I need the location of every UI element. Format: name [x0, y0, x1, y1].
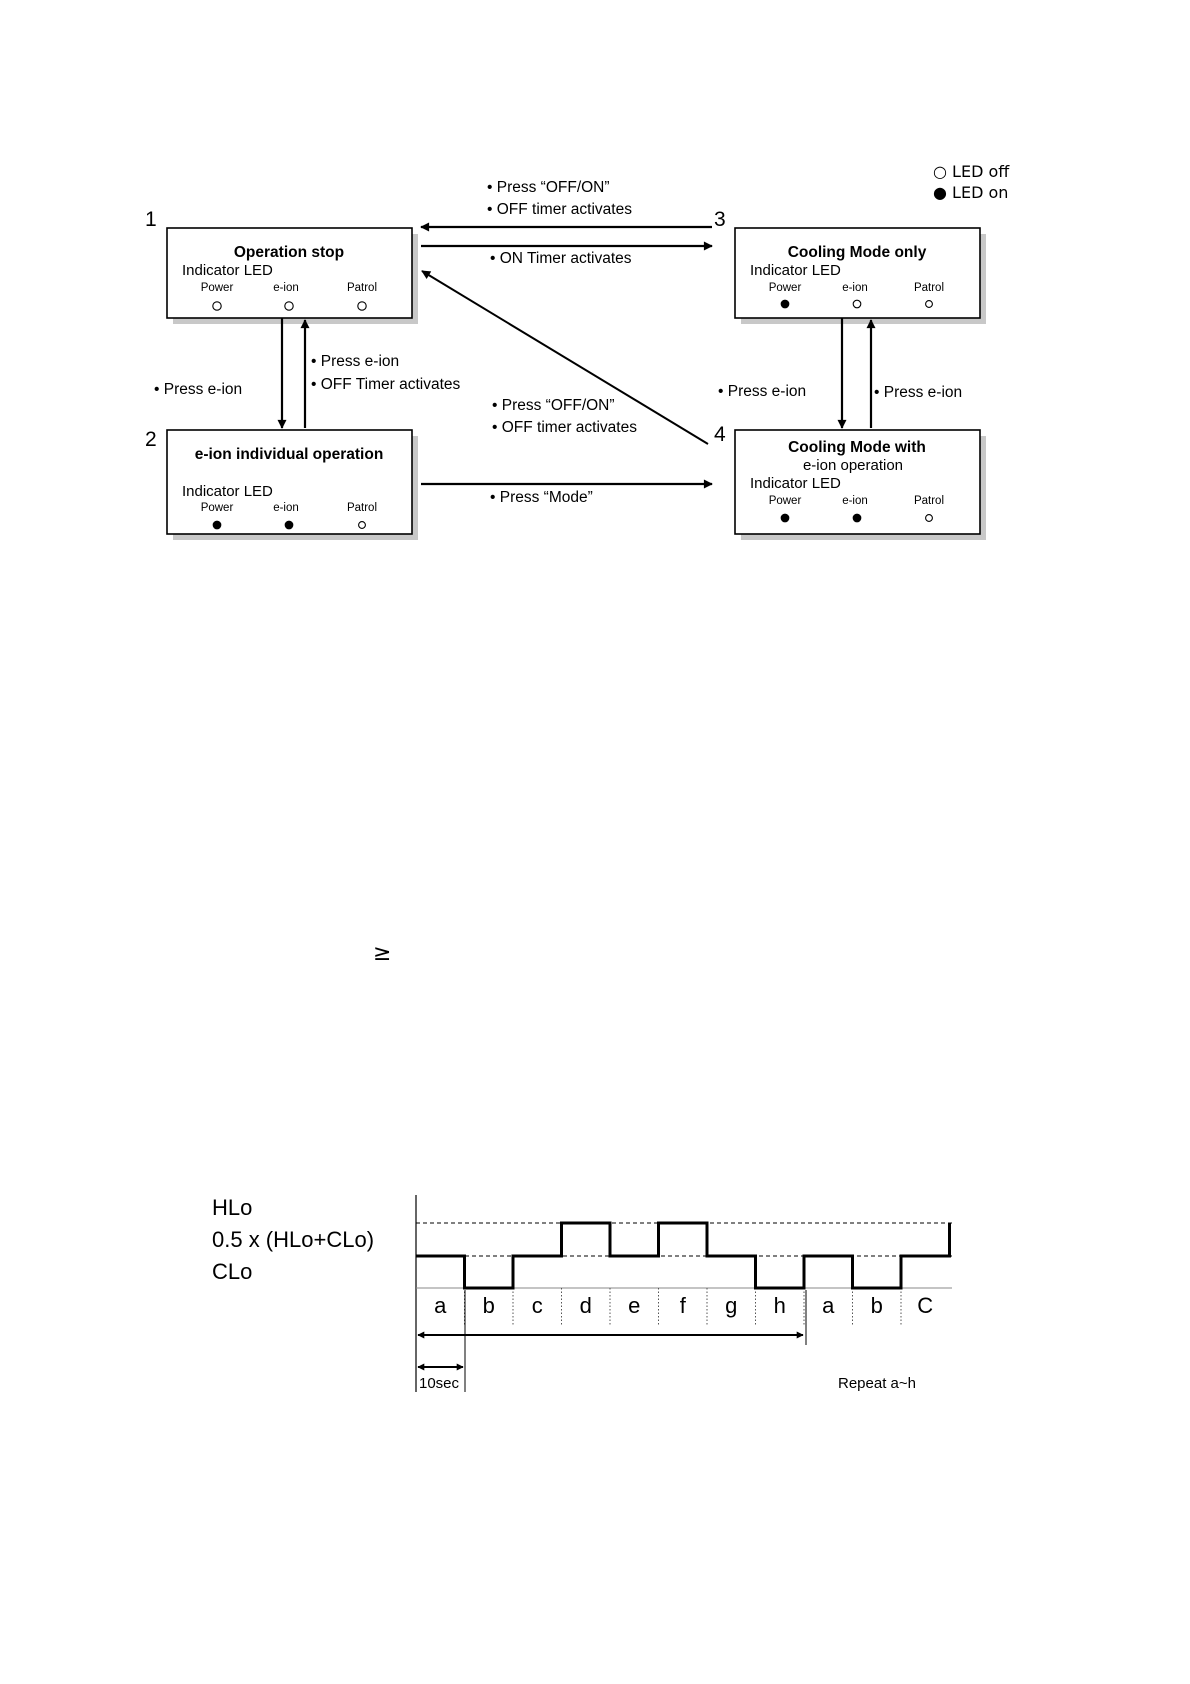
- state-3-led-eion-indicator: [852, 299, 862, 309]
- arrow-4-to-1: [421, 270, 709, 445]
- state-4-number: 4: [714, 423, 726, 446]
- fan-speed-waveform: HLo 0.5 x (HLo+CLo) CLo a b c d e f g h a b C 10se…: [212, 1195, 952, 1392]
- state-2-led-eion-label: e-ion: [273, 502, 299, 514]
- state-3-led-power-label: Power: [769, 282, 802, 294]
- segment-label: b: [871, 1293, 883, 1318]
- segment-label: a: [822, 1293, 835, 1318]
- state-1-number: 1: [145, 208, 157, 231]
- state-1-led-patrol-indicator: [357, 301, 367, 311]
- label-3-to-4: • Press e-ion: [718, 383, 806, 400]
- label-2-to-1-line-2: • OFF Timer activates: [311, 376, 461, 393]
- label-2-to-1-line-1: • Press e-ion: [311, 353, 399, 370]
- label-1-to-3: • ON Timer activates: [490, 250, 632, 267]
- state-4-led-power-label: Power: [769, 495, 802, 507]
- state-2-led-eion-indicator: [284, 520, 294, 530]
- state-2-led-power-indicator: [212, 520, 222, 530]
- segment-label: f: [680, 1293, 687, 1318]
- period-label: 10sec: [419, 1375, 460, 1392]
- state-4-led-patrol-label: Patrol: [914, 495, 944, 507]
- label-3-to-1-line-2: • OFF timer activates: [487, 201, 632, 218]
- state-4-title: Cooling Mode with: [788, 439, 926, 456]
- state-3-title: Cooling Mode only: [788, 244, 927, 261]
- state-4-subtitle: e-ion operation: [803, 457, 903, 474]
- waveform-trace: [416, 1221, 951, 1290]
- greater-equal-symbol: ≥: [373, 941, 391, 966]
- transition-1-to-3: • ON Timer activates: [421, 241, 713, 267]
- transition-1-to-2: • Press e-ion: [154, 318, 287, 429]
- state-1-led-power-label: Power: [201, 282, 234, 294]
- state-1-title: Operation stop: [234, 244, 344, 261]
- state-3-number: 3: [714, 208, 726, 231]
- segment-label: e: [628, 1293, 640, 1318]
- state-1-led-patrol-label: Patrol: [347, 282, 377, 294]
- state-1-led-eion-indicator: [284, 301, 294, 311]
- segment-label: d: [580, 1293, 592, 1318]
- state-1-led-power-indicator: [212, 301, 222, 311]
- transition-2-to-1: • Press e-ion • OFF Timer activates: [300, 319, 461, 428]
- state-2-indicator-label: Indicator LED: [182, 483, 273, 500]
- level-label-mid: 0.5 x (HLo+CLo): [212, 1227, 374, 1252]
- state-2-number: 2: [145, 428, 157, 451]
- state-3-led-patrol-indicator: [925, 300, 933, 308]
- state-2-eion-individual: 2 e-ion individual operation Indicator L…: [145, 428, 418, 540]
- state-3-led-power-indicator: [780, 299, 790, 309]
- transition-4-to-3: • Press e-ion: [866, 319, 962, 428]
- label-4-to-1-line-2: • OFF timer activates: [492, 419, 637, 436]
- segment-label: g: [725, 1293, 737, 1318]
- state-2-box: [166, 429, 413, 535]
- state-2-led-patrol-indicator: [358, 521, 366, 529]
- led-legend: ○ LED off ● LED on: [933, 162, 1010, 202]
- legend-led-on: ● LED on: [933, 183, 1008, 202]
- state-1-led-eion-label: e-ion: [273, 282, 299, 294]
- state-4-cooling-with-eion: 4 Cooling Mode with e-ion operation Indi…: [714, 423, 986, 540]
- segment-label: c: [532, 1293, 543, 1318]
- label-4-to-3: • Press e-ion: [874, 384, 962, 401]
- state-2-title: e-ion individual operation: [195, 446, 384, 463]
- label-4-to-1-line-1: • Press “OFF/ON”: [492, 397, 615, 414]
- state-4-indicator-label: Indicator LED: [750, 475, 841, 492]
- state-4-led-power-indicator: [780, 513, 790, 523]
- segment-label: b: [483, 1293, 495, 1318]
- level-label-low: CLo: [212, 1259, 252, 1284]
- state-1-operation-stop: 1 Operation stop Indicator LED Power e-i…: [145, 208, 418, 324]
- state-4-led-eion-label: e-ion: [842, 495, 868, 507]
- transition-3-to-4: • Press e-ion: [718, 318, 847, 429]
- transition-3-to-1: • Press “OFF/ON” • OFF timer activates: [420, 179, 712, 232]
- repeat-label: Repeat a~h: [838, 1375, 916, 1392]
- label-1-to-2: • Press e-ion: [154, 381, 242, 398]
- label-3-to-1-line-1: • Press “OFF/ON”: [487, 179, 610, 196]
- state-3-cooling-mode-only: 3 Cooling Mode only Indicator LED Power …: [714, 208, 986, 324]
- state-3-led-patrol-label: Patrol: [914, 282, 944, 294]
- transition-2-to-4: • Press “Mode”: [421, 479, 713, 506]
- segment-label: C: [917, 1293, 933, 1318]
- segment-label: a: [434, 1293, 447, 1318]
- state-4-led-patrol-indicator: [925, 514, 933, 522]
- segment-label: h: [774, 1293, 786, 1318]
- state-2-led-patrol-label: Patrol: [347, 502, 377, 514]
- state-2-led-power-label: Power: [201, 502, 234, 514]
- state-3-led-eion-label: e-ion: [842, 282, 868, 294]
- label-2-to-4: • Press “Mode”: [490, 489, 593, 506]
- level-label-high: HLo: [212, 1195, 252, 1220]
- transition-4-to-1: • Press “OFF/ON” • OFF timer activates: [421, 270, 709, 445]
- legend-led-off: ○ LED off: [933, 162, 1010, 181]
- state-1-indicator-label: Indicator LED: [182, 262, 273, 279]
- state-4-led-eion-indicator: [852, 513, 862, 523]
- state-3-indicator-label: Indicator LED: [750, 262, 841, 279]
